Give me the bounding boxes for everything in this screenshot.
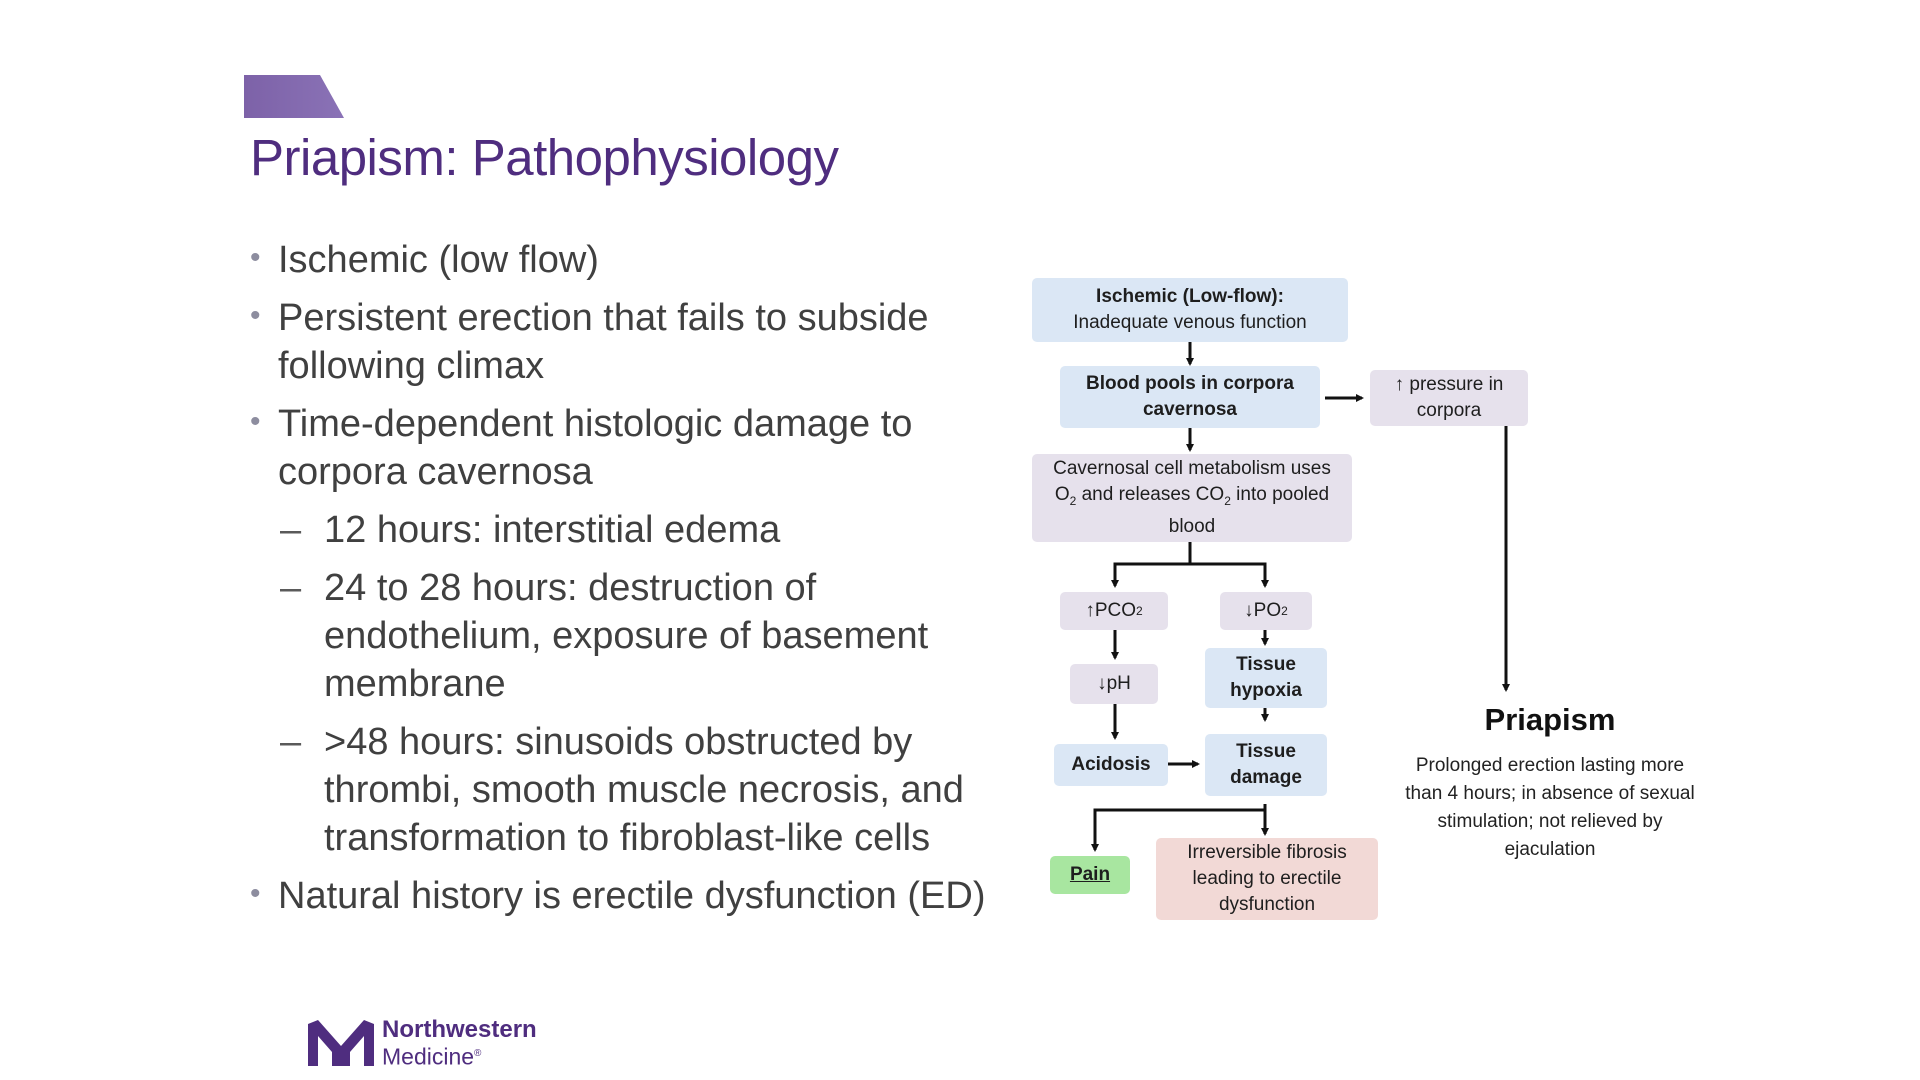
po2-subscript: 2 [1281, 604, 1288, 618]
metabolism-text-b: and releases CO [1076, 484, 1225, 506]
logo-wordmark: Northwestern Medicine® [382, 1018, 537, 1069]
arrow-metabolism-to-pco2 [1111, 542, 1192, 588]
slide-title: Priapism: Pathophysiology [250, 129, 839, 186]
priapism-definition: Prolonged erection lasting more than 4 h… [1405, 755, 1695, 860]
northwestern-medicine-logo-icon [308, 1020, 374, 1066]
subbullet-48-hours-text: >48 hours: sinusoids obstructed by throm… [324, 721, 964, 859]
co2-subscript: 2 [1224, 493, 1231, 508]
priapism-heading: Priapism [1484, 702, 1616, 737]
box-acidosis: Acidosis [1054, 744, 1168, 786]
subbullet-24-hours-text: 24 to 28 hours: destruction of endotheli… [324, 567, 929, 705]
subbullet-48-hours: – >48 hours: sinusoids obstructed by thr… [250, 718, 1010, 862]
box-pain: Pain [1050, 856, 1130, 894]
box-irreversible-fibrosis: Irreversible fibrosis leading to erectil… [1156, 838, 1378, 920]
subbullet-12-hours: – 12 hours: interstitial edema [250, 506, 1010, 554]
bullet-persistent-erection: Persistent erection that fails to subsid… [250, 292, 1010, 390]
box-decreased-ph: ↓pH [1070, 664, 1158, 704]
box-ischemic-low-flow: Ischemic (Low-flow): Inadequate venous f… [1032, 278, 1348, 342]
logo-line-medicine: Medicine® [382, 1042, 537, 1069]
dash-marker: – [280, 567, 302, 609]
metabolism-text-a: Cavernosal cell metabolism uses O [1053, 458, 1331, 506]
subbullet-12-hours-text: 12 hours: interstitial edema [324, 509, 781, 551]
pathophysiology-flowchart: Ischemic (Low-flow): Inadequate venous f… [1020, 270, 1695, 930]
arrow-metabolism-to-po2 [1190, 562, 1269, 588]
arrow-pressure-to-priapism [1490, 396, 1510, 692]
box-tissue-hypoxia: Tissue hypoxia [1205, 648, 1327, 708]
box-ischemic-subtitle: Inadequate venous function [1073, 312, 1307, 333]
box-tissue-damage: Tissue damage [1205, 734, 1327, 796]
dash-marker: – [280, 509, 302, 551]
dash-marker: – [280, 721, 302, 763]
bullet-histologic-damage: Time-dependent histologic damage to corp… [250, 398, 1010, 496]
logo-line-northwestern: Northwestern [382, 1016, 537, 1043]
bullet-ischemic: Ischemic (low flow) [250, 234, 1010, 284]
o2-subscript: 2 [1069, 493, 1077, 508]
arrow-damage-to-pain [1091, 804, 1267, 852]
title-accent-tab [244, 75, 344, 118]
box-ischemic-title: Ischemic (Low-flow): [1096, 286, 1284, 307]
subbullet-24-hours: – 24 to 28 hours: destruction of endothe… [250, 564, 1010, 708]
bullet-list: Ischemic (low flow) Persistent erection … [250, 234, 1010, 930]
pco2-subscript: 2 [1136, 604, 1143, 618]
bullet-natural-history: Natural history is erectile dysfunction … [250, 870, 1010, 920]
box-pressure-in-corpora: ↑ pressure in corpora [1370, 370, 1528, 426]
po2-label: ↓PO [1244, 600, 1282, 621]
box-cavernosal-metabolism: Cavernosal cell metabolism uses O2 and r… [1032, 454, 1352, 542]
pco2-label: ↑PCO [1085, 600, 1136, 621]
logo-registered-mark: ® [474, 1048, 482, 1059]
logo-medicine-text: Medicine [382, 1043, 475, 1070]
metabolism-text-c: into pooled blood [1168, 484, 1330, 537]
box-blood-pools: Blood pools in corpora cavernosa [1060, 366, 1320, 428]
